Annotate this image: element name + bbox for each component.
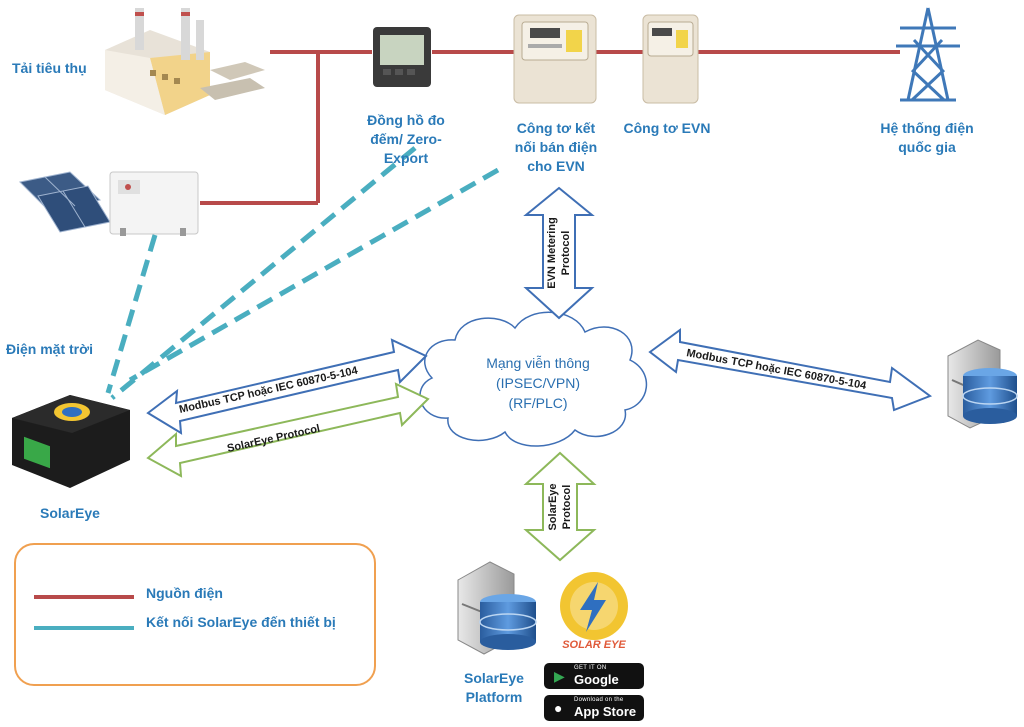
consumer-label: Tải tiêu thụ <box>12 60 87 76</box>
solareye-down-line1: SolarEye <box>547 483 559 530</box>
legend-box: Nguồn điện Kết nối SolarEye đến thiết bị <box>14 543 376 686</box>
legend-connection-line <box>34 626 134 630</box>
app-store-badge[interactable]: ● Download on the App Store <box>544 695 644 721</box>
power-meter-icon <box>373 27 431 87</box>
platform-label: SolarEye Platform <box>464 670 524 705</box>
evn-metering-line2: Protocol <box>560 231 572 276</box>
google-play-badge[interactable]: ▶ GET IT ON Google Play <box>544 663 644 702</box>
cloud-line3: (RF/PLC) <box>508 395 567 411</box>
evn-metering-arrow <box>523 186 595 320</box>
platform-server-icon <box>457 561 537 655</box>
google-play-icon: ▶ <box>554 668 565 684</box>
app-store-small-text: Download on the <box>574 697 624 703</box>
solareye-down-arrow <box>523 451 597 562</box>
solareye-logo-text: SOLAR EYE <box>562 639 626 651</box>
solareye-down-text: SolarEye Protocol <box>547 483 573 530</box>
solareye-device-label: SolarEye <box>40 505 100 521</box>
legend-power-line <box>34 595 134 599</box>
telecom-cloud <box>419 311 647 447</box>
sale-meter-label: Công tơ kết nối bán điện cho EVN <box>514 120 598 174</box>
grid-label: Hệ thống điện quốc gia <box>880 120 974 155</box>
solareye-down-line2: Protocol <box>561 485 573 530</box>
factory-icon <box>105 8 265 115</box>
legend-connection-text: Kết nối SolarEye đến thiết bị <box>146 614 336 630</box>
apple-icon: ● <box>554 700 563 716</box>
modbus-right-arrow <box>648 328 933 412</box>
cloud-line1: Mạng viễn thông <box>486 355 590 371</box>
solareye-logo: SOLAR EYE <box>560 572 628 651</box>
evn-metering-line1: EVN Metering <box>546 217 558 289</box>
modbus-right-text: Modbus TCP hoặc IEC 60870-5-104 <box>685 347 868 392</box>
solareye-device-icon <box>12 395 130 488</box>
cloud-line2: (IPSEC/VPN) <box>496 375 580 391</box>
evn-meter-label: Công tơ EVN <box>623 120 711 136</box>
google-play-small-text: GET IT ON <box>574 665 607 671</box>
app-store-big-text: App Store <box>574 704 637 719</box>
solar-label: Điện mặt trời <box>6 341 93 357</box>
sale-meter-icon <box>513 14 597 104</box>
connection-lines <box>105 146 500 400</box>
database-server-icon <box>947 339 1018 429</box>
modbus-left-arrow <box>146 338 428 435</box>
solar-panel-icon <box>18 171 111 233</box>
solareye-left-arrow <box>146 382 430 478</box>
evn-meter-icon <box>642 14 699 104</box>
evn-metering-text: EVN Metering Protocol <box>546 217 572 289</box>
legend-power-text: Nguồn điện <box>146 585 223 601</box>
power-lines <box>200 50 900 205</box>
transmission-tower-icon <box>896 7 960 102</box>
modbus-left-text: Modbus TCP hoặc IEC 60870-5-104 <box>178 365 360 416</box>
meter-label: Đồng hồ đo đếm/ Zero- Export <box>367 112 445 166</box>
inverter-icon <box>109 171 199 236</box>
